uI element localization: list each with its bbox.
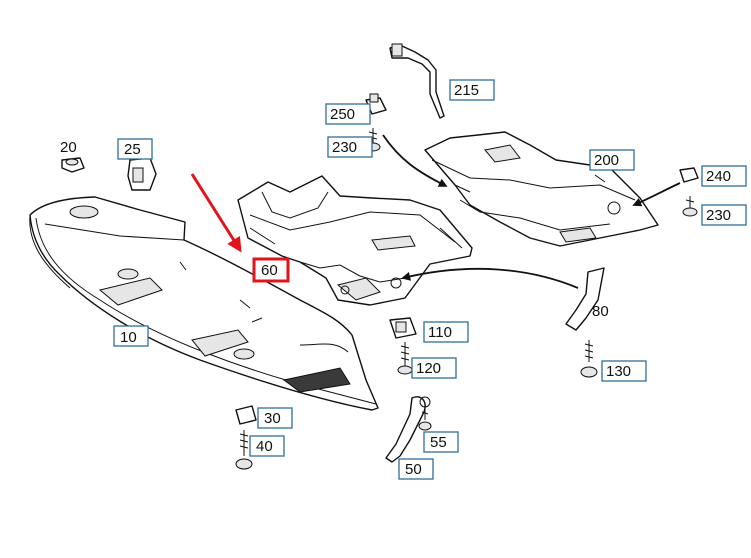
svg-text:25: 25 <box>124 141 141 158</box>
label-200: 200 <box>589 149 635 171</box>
leader-240-to-200 <box>632 182 681 207</box>
svg-text:240: 240 <box>706 168 731 185</box>
label-110: 110 <box>423 321 469 343</box>
svg-text:20: 20 <box>60 139 77 156</box>
screw-230-right <box>682 196 698 217</box>
svg-text:250: 250 <box>330 106 355 123</box>
label-30: 30 <box>257 407 293 429</box>
clip-240 <box>679 167 699 183</box>
label-10: 10 <box>113 325 149 347</box>
svg-text:50: 50 <box>405 461 422 478</box>
svg-text:215: 215 <box>454 82 479 99</box>
screw-40 <box>235 430 253 470</box>
label-120: 120 <box>411 357 457 379</box>
label-230-top: 230 <box>327 136 373 158</box>
svg-text:200: 200 <box>594 152 619 169</box>
svg-text:10: 10 <box>120 329 137 346</box>
clip-20 <box>61 157 85 173</box>
screw-55 <box>418 396 432 431</box>
label-130: 130 <box>601 360 647 382</box>
label-20: 20 <box>60 139 77 156</box>
rear-undertray-200 <box>424 131 659 247</box>
screw-120 <box>397 342 413 375</box>
svg-text:30: 30 <box>264 410 281 427</box>
label-240: 240 <box>701 165 747 187</box>
svg-text:60: 60 <box>261 262 278 279</box>
label-230-right: 230 <box>701 204 747 226</box>
label-250: 250 <box>325 103 371 125</box>
label-60: 60 <box>252 257 290 283</box>
svg-text:110: 110 <box>428 324 452 341</box>
svg-text:230: 230 <box>332 139 357 156</box>
label-215: 215 <box>449 79 495 101</box>
clip-110 <box>389 317 417 339</box>
screw-130 <box>580 340 598 378</box>
leader-80-to-60 <box>401 268 579 289</box>
label-55: 55 <box>423 431 459 453</box>
front-underbody-panel <box>29 196 379 411</box>
svg-text:230: 230 <box>706 207 731 224</box>
engine-undertray-60 <box>237 175 473 306</box>
bracket-215 <box>389 43 445 119</box>
svg-text:40: 40 <box>256 438 273 455</box>
clip-30 <box>235 405 257 425</box>
svg-text:80: 80 <box>592 303 609 320</box>
label-40: 40 <box>249 435 285 457</box>
label-50: 50 <box>398 458 434 480</box>
label-25: 25 <box>117 138 153 160</box>
svg-text:55: 55 <box>430 434 447 451</box>
leader-250-to-200 <box>382 134 448 187</box>
bracket-80 <box>565 267 605 331</box>
svg-text:120: 120 <box>416 360 441 377</box>
red-arrow-icon <box>190 173 242 253</box>
bracket-25 <box>127 157 157 191</box>
strap-50 <box>385 396 426 463</box>
svg-text:130: 130 <box>606 363 631 380</box>
label-80: 80 <box>592 303 609 320</box>
